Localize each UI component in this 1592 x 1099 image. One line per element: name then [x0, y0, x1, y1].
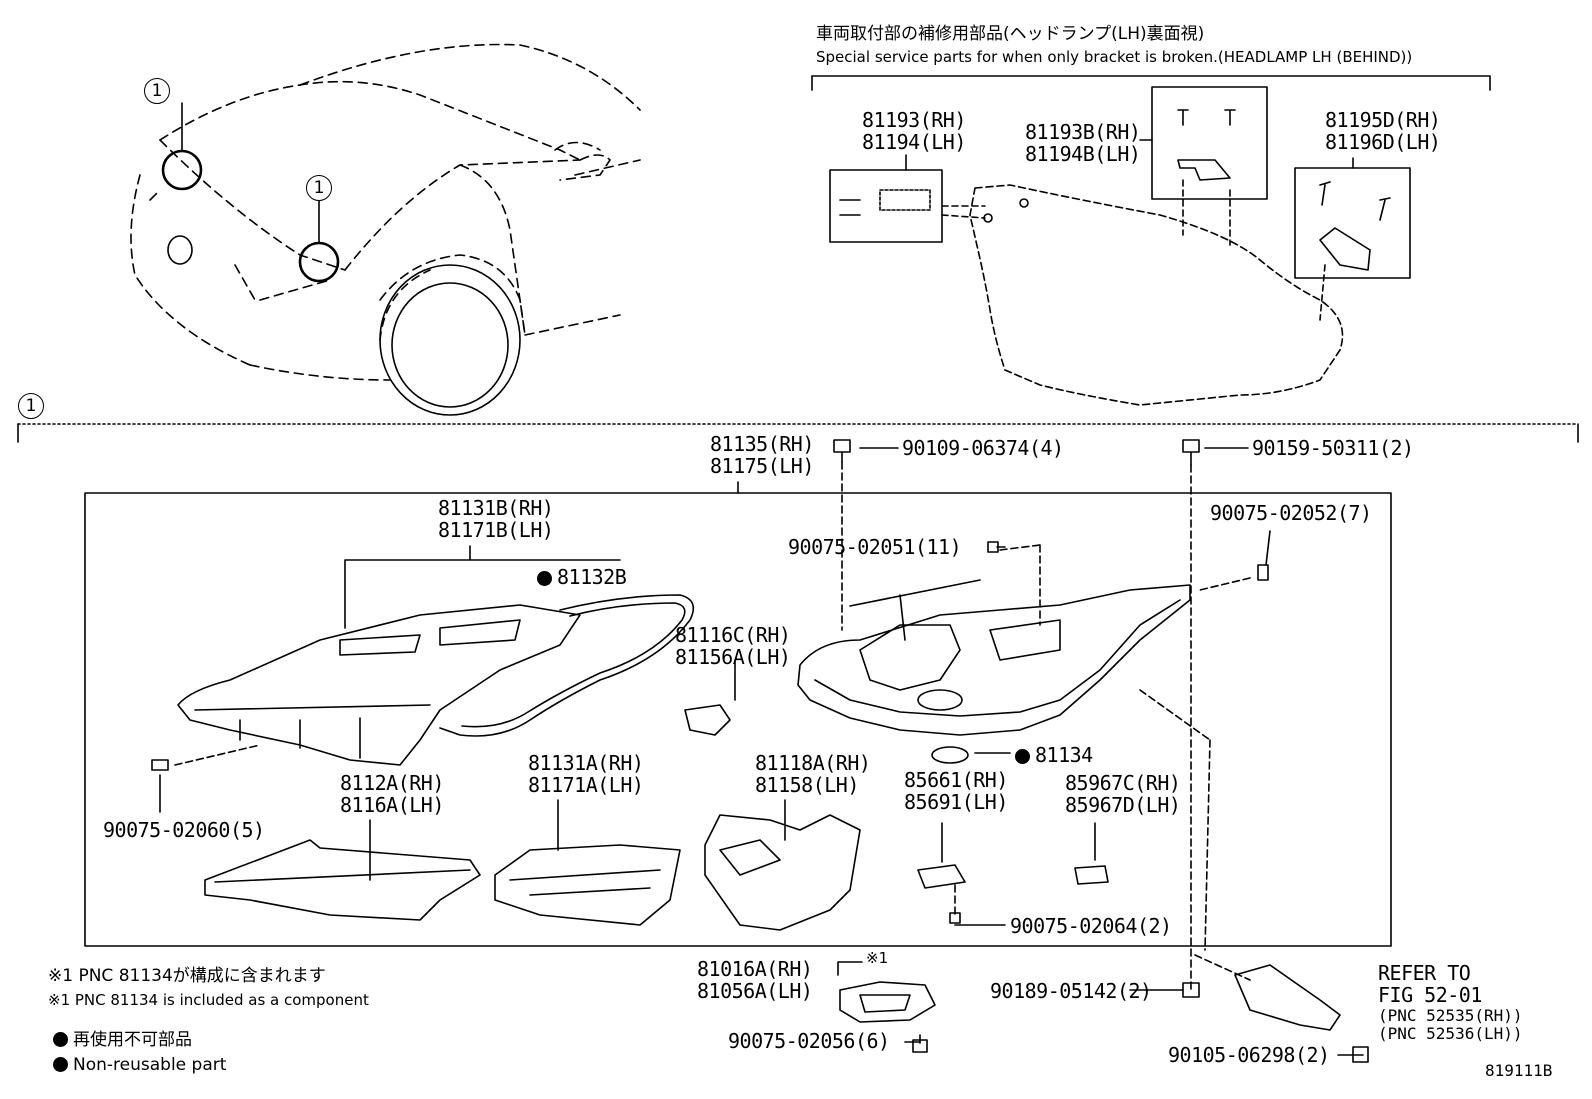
label-85661: 85661(RH) 85691(LH): [904, 770, 1008, 812]
label-90189: 90189-05142(2): [990, 979, 1152, 1003]
label-85967c-lh: 85967D(LH): [1065, 793, 1181, 817]
front-wheel: [379, 264, 521, 416]
small-part-drawings: [204, 704, 1341, 1031]
legend-en: Non-reusable part: [53, 1057, 226, 1074]
note-1-en: ※1 PNC 81134 is included as a component: [48, 991, 369, 1009]
label-85661-lh: 85691(LH): [904, 790, 1008, 814]
label-8112a-lh: 8116A(LH): [340, 793, 444, 817]
label-81116c: 81116C(RH) 81156A(LH): [675, 623, 791, 669]
refer-line-1: REFER TO: [1378, 961, 1471, 985]
label-90159: 90159-50311(2): [1252, 436, 1414, 460]
label-81132b-text: 81132B: [557, 565, 627, 589]
refer-to-fig: REFER TO FIG 52-01 (PNC 52535(RH)) (PNC …: [1378, 963, 1523, 1042]
label-81193-rh: 81193(RH): [862, 108, 966, 132]
non-reusable-dot: [537, 571, 552, 586]
bracket-box-81195d: [1294, 157, 1411, 321]
legend-dot: [53, 1032, 68, 1047]
label-81193b: 81193B(RH) 81194B(LH): [1025, 120, 1141, 166]
refer-line-2: FIG 52-01: [1378, 983, 1482, 1007]
label-81131a: 81131A(RH) 81171A(LH): [528, 751, 644, 797]
legend-dot: [53, 1057, 68, 1072]
legend-en-text: Non-reusable part: [73, 1055, 227, 1075]
label-81116c-lh: 81156A(LH): [675, 645, 791, 669]
figure-id: 819111B: [1485, 1061, 1553, 1080]
assembly-frame: [17, 423, 1579, 947]
label-81193b-rh: 81193B(RH): [1025, 120, 1141, 144]
label-81195d: 81195D(RH) 81196D(LH): [1325, 108, 1441, 154]
legend-jp: 再使用不可部品: [53, 1032, 192, 1049]
label-81195d-rh: 81195D(RH): [1325, 108, 1441, 132]
callout-marker-top-left: 1: [144, 78, 170, 104]
headlamp-back-outline: [969, 184, 1344, 406]
label-90105: 90105-06298(2): [1168, 1043, 1330, 1067]
label-81193-lh: 81194(LH): [862, 130, 966, 154]
refer-line-3: (PNC 52535(RH)): [1378, 1006, 1523, 1025]
callout-marker-assembly: 1: [18, 393, 44, 419]
label-85967c: 85967C(RH) 85967D(LH): [1065, 771, 1181, 817]
note-1-jp: ※1 PNC 81134が構成に含まれます: [48, 966, 326, 986]
label-81116c-rh: 81116C(RH): [675, 623, 791, 647]
headlamp-lens-drawing: [177, 545, 695, 766]
headlamp-housing-drawing: [797, 579, 1191, 764]
service-header-en: Special service parts for when only brac…: [816, 48, 1413, 66]
label-81118a-lh: 81158(LH): [755, 773, 859, 797]
non-reusable-dot: [1015, 749, 1030, 764]
service-header-jp: 車両取付部の補修用部品(ヘッドランプ(LH)裏面視): [816, 24, 1205, 44]
label-8112a: 8112A(RH) 8116A(LH): [340, 773, 444, 815]
label-81135: 81135(RH) 81175(LH): [710, 434, 814, 476]
label-81016a-note: ※1: [866, 949, 889, 967]
label-90075-02064: 90075-02064(2): [1010, 914, 1172, 938]
label-81134-text: 81134: [1035, 743, 1093, 767]
label-81195d-lh: 81196D(LH): [1325, 130, 1441, 154]
label-81016a-rh: 81016A(RH): [697, 957, 813, 981]
legend-jp-text: 再使用不可部品: [73, 1030, 192, 1050]
label-81016a-lh: 81056A(LH): [697, 979, 813, 1003]
refer-line-4: (PNC 52536(LH)): [1378, 1024, 1523, 1043]
label-85967c-rh: 85967C(RH): [1065, 771, 1181, 795]
label-90109: 90109-06374(4): [902, 436, 1064, 460]
label-81134: 81134: [1015, 745, 1093, 765]
label-81131b: 81131B(RH) 81171B(LH): [438, 496, 554, 542]
label-81131b-rh: 81131B(RH): [438, 496, 554, 520]
bracket-box-81193b: [1139, 86, 1268, 246]
label-81016a: 81016A(RH) 81056A(LH): [697, 957, 813, 1003]
label-81118a: 81118A(RH) 81158(LH): [755, 751, 871, 797]
headlamp-location-markers: [161, 102, 340, 283]
label-81131a-lh: 81171A(LH): [528, 773, 644, 797]
label-85661-rh: 85661(RH): [904, 768, 1008, 792]
label-81118a-rh: 81118A(RH): [755, 751, 871, 775]
label-81193: 81193(RH) 81194(LH): [862, 110, 966, 152]
label-81131a-rh: 81131A(RH): [528, 751, 644, 775]
label-90075-02060: 90075-02060(5): [103, 818, 265, 842]
label-81135-lh: 81175(LH): [710, 454, 814, 478]
label-8112a-rh: 8112A(RH): [340, 771, 444, 795]
label-90075-02051: 90075-02051(11): [788, 535, 962, 559]
bracket-box-81193: [829, 154, 1029, 243]
label-81193b-lh: 81194B(LH): [1025, 142, 1141, 166]
label-81132b: 81132B: [537, 565, 627, 589]
label-81131b-lh: 81171B(LH): [438, 518, 554, 542]
callout-marker-center: 1: [306, 175, 332, 201]
label-90075-02056: 90075-02056(6): [728, 1029, 890, 1053]
label-81135-rh: 81135(RH): [710, 432, 814, 456]
fastener-drawings: [151, 439, 1369, 1063]
leader-lines: [174, 461, 1251, 991]
service-bracket-frame: [811, 75, 1491, 91]
label-90075-02052: 90075-02052(7): [1210, 501, 1372, 525]
vehicle-outline: [130, 43, 641, 381]
